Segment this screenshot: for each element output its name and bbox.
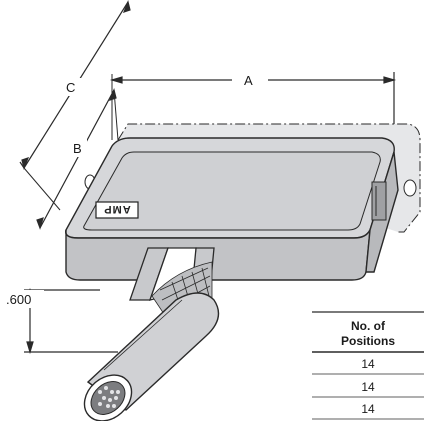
dimension-a-label: A [244,73,253,88]
table-row: 14 [361,380,375,394]
table-header-line2: Positions [341,334,395,348]
dimension-b-label: B [73,141,82,156]
table-header-line1: No. of [351,319,386,333]
connector-front-face [65,229,371,281]
connector-body [65,137,399,281]
dimension-height-label: .600 [6,292,31,307]
cable-end [83,374,133,421]
table-row: 14 [361,357,375,371]
flange-hole-right [403,179,417,197]
dimension-c-label: C [66,80,75,95]
positions-table: No. of Positions 14 14 14 [312,311,424,421]
amp-logo: AMP [95,201,139,219]
svg-text:AMP: AMP [103,203,130,215]
table-row: 14 [361,402,375,416]
